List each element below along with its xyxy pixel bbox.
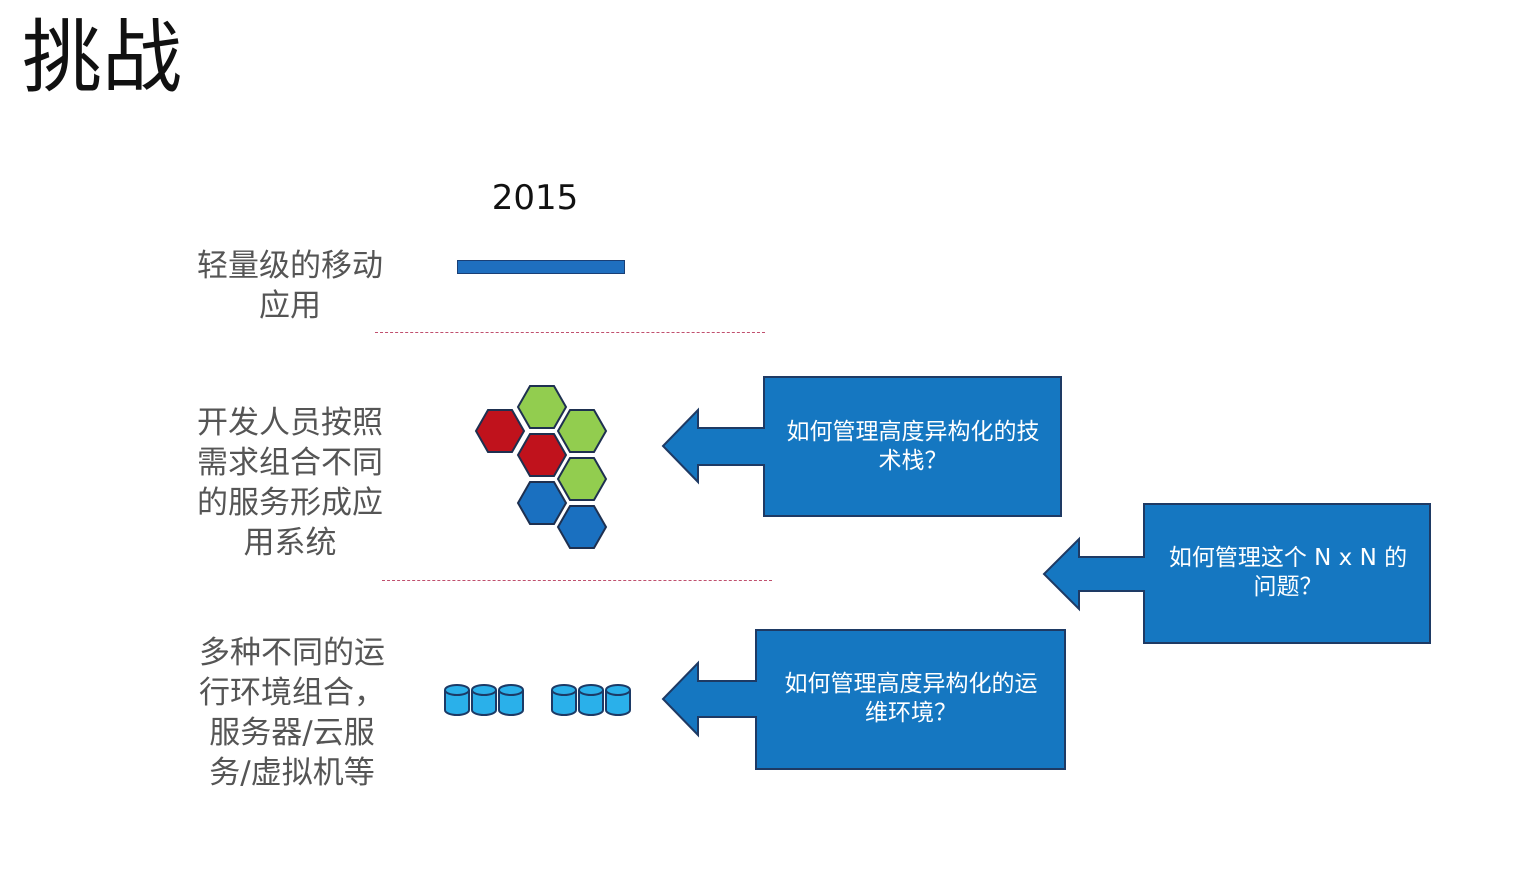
database-icon: [551, 684, 577, 716]
callout-tech-stack-text: 如何管理高度异构化的技术栈？: [786, 419, 1040, 474]
database-icons: [444, 684, 631, 716]
callout-nxn-shape: [1042, 503, 1431, 644]
year-label: 2015: [491, 178, 579, 218]
database-icon: [471, 684, 497, 716]
database-icon: [498, 684, 524, 716]
hexagon-red: [474, 409, 526, 453]
database-icon: [444, 684, 470, 716]
service-hexagon-cluster: [474, 385, 608, 549]
row-divider-2: [382, 580, 772, 581]
hexagon-green: [556, 409, 608, 453]
hexagon-blue: [516, 481, 568, 525]
callout-ops-env-text: 如何管理高度异构化的运维环境？: [784, 671, 1038, 726]
row-divider-1: [375, 332, 765, 333]
row-label-mobile-apps: 轻量级的移动应用: [197, 248, 383, 324]
callout-nxn-text: 如何管理这个 N x N 的问题？: [1168, 545, 1408, 600]
hexagon-green: [556, 457, 608, 501]
database-icon: [578, 684, 604, 716]
hexagon-green: [516, 385, 568, 429]
slide-title: 挑战: [22, 11, 182, 104]
hexagon-blue: [556, 505, 608, 549]
callout-ops-env-shape: [661, 629, 1066, 770]
timeline-bar: [457, 260, 625, 274]
database-icon: [605, 684, 631, 716]
callout-tech-stack-shape: [661, 376, 1062, 517]
hexagon-red: [516, 433, 568, 477]
row-label-runtime-environments: 多种不同的运行环境组合，服务器/云服务/虚拟机等: [199, 635, 385, 791]
row-label-service-composition: 开发人员按照需求组合不同的服务形成应用系统: [197, 405, 383, 561]
